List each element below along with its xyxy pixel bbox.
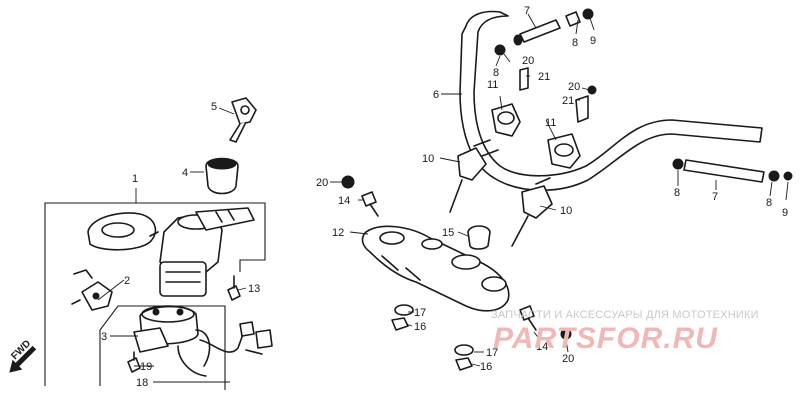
leader-lines <box>97 13 789 383</box>
label-2: 2 <box>124 275 130 287</box>
label-7-top: 7 <box>524 5 530 17</box>
screw-19-part <box>127 351 141 373</box>
bolt-14-lower <box>519 305 537 331</box>
label-1: 1 <box>132 173 138 185</box>
ignition-group-frame <box>44 188 266 390</box>
watermark-brand: PARTSFOR.RU <box>493 322 718 355</box>
label-9-top: 9 <box>590 35 596 47</box>
top-bridge-part <box>361 225 510 312</box>
label-11-right: 11 <box>545 117 556 129</box>
label-5: 5 <box>211 101 217 113</box>
label-11-left: 11 <box>487 79 498 91</box>
label-20-left: 20 <box>316 177 328 189</box>
label-10-left: 10 <box>422 153 434 165</box>
label-8-mid: 8 <box>493 67 499 79</box>
label-19: 19 <box>140 361 152 373</box>
nut-20-bottom <box>560 328 572 340</box>
small-switch-part <box>71 269 113 311</box>
label-12: 12 <box>332 227 344 239</box>
handlebar-holder-left <box>491 44 529 137</box>
fwd-arrow-mark: FWD <box>9 338 37 373</box>
label-9-right: 9 <box>782 207 788 219</box>
label-10-right: 10 <box>560 205 572 217</box>
fork-bolt-10-right <box>511 185 553 247</box>
ignition-cover-part <box>87 212 159 251</box>
watermark: ЗАПЧАСТИ И АКСЕССУАРЫ ДЛЯ МОТОТЕХНИКИ PA… <box>491 309 759 355</box>
bolt-14-upper <box>361 191 379 217</box>
label-17-lower: 17 <box>486 347 498 359</box>
bushing-part <box>205 157 239 195</box>
label-8-top: 8 <box>572 37 578 49</box>
label-3: 3 <box>101 331 107 343</box>
fork-bolt-10-left <box>449 147 487 213</box>
ignition-switch-body <box>159 207 255 297</box>
label-15: 15 <box>442 227 454 239</box>
label-21-right: 21 <box>562 95 574 107</box>
handlebar-holder-right <box>547 85 597 169</box>
label-8-far: 8 <box>766 197 772 209</box>
bar-end-right <box>672 158 793 183</box>
label-20-right: 20 <box>568 81 580 93</box>
label-17-upper: 17 <box>414 307 426 319</box>
bolt-13-part <box>227 275 241 301</box>
label-18: 18 <box>136 377 148 389</box>
key-part <box>229 97 257 143</box>
label-20-bottom: 20 <box>562 353 574 365</box>
label-21-top: 21 <box>538 71 550 83</box>
watermark-subtitle: ЗАПЧАСТИ И АКСЕССУАРЫ ДЛЯ МОТОТЕХНИКИ <box>491 309 759 321</box>
bar-end-top <box>513 8 594 46</box>
label-8-right: 8 <box>674 187 680 199</box>
label-7-right: 7 <box>712 191 718 203</box>
nut-16-upper <box>391 317 409 331</box>
handlebar-part <box>459 10 763 192</box>
label-16-lower: 16 <box>480 361 492 373</box>
label-13: 13 <box>248 283 260 295</box>
label-16-upper: 16 <box>414 321 426 333</box>
nut-20-left <box>341 175 355 189</box>
cap-15-part <box>467 225 491 250</box>
label-14-lower: 14 <box>536 341 548 353</box>
label-20-top: 20 <box>522 55 534 67</box>
washer-17-lower <box>454 344 474 356</box>
nut-16-lower <box>455 357 473 371</box>
label-6: 6 <box>433 89 439 101</box>
label-4: 4 <box>182 167 188 179</box>
label-14-upper: 14 <box>338 195 350 207</box>
washer-17-upper <box>394 304 414 316</box>
callout-labels: 1 2 3 4 5 6 7 7 8 8 8 8 9 9 10 10 11 11 … <box>101 5 788 389</box>
lock-assembly <box>133 305 273 377</box>
